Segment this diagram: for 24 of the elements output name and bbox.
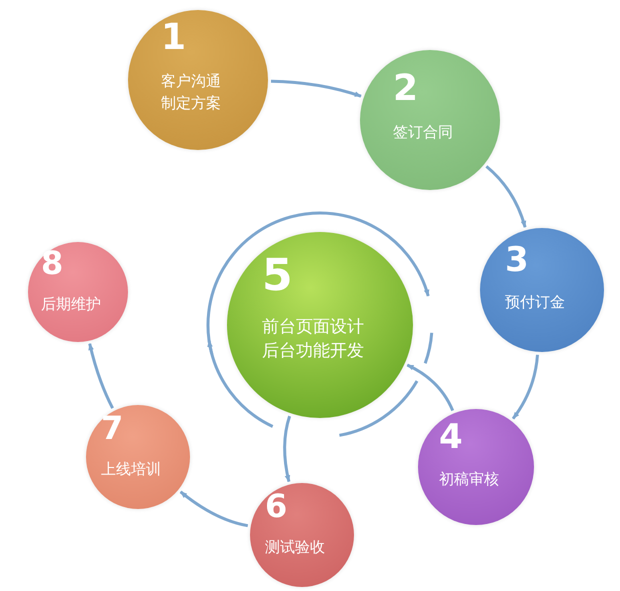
arrow bbox=[406, 364, 454, 412]
arrow bbox=[283, 416, 292, 482]
step-number: 7 bbox=[101, 412, 124, 444]
step-circle bbox=[227, 232, 413, 418]
step-label: 初稿审核 bbox=[439, 469, 500, 490]
step-label: 上线培训 bbox=[101, 459, 162, 480]
arrow bbox=[485, 165, 527, 228]
arrow bbox=[180, 490, 248, 528]
step-label: 预付订金 bbox=[505, 292, 566, 313]
step-number: 2 bbox=[393, 71, 418, 108]
step-number: 5 bbox=[262, 254, 293, 298]
step-label: 签订合同 bbox=[393, 122, 454, 143]
step-number: 4 bbox=[439, 420, 463, 454]
arrow bbox=[512, 354, 539, 420]
step-number: 1 bbox=[161, 20, 186, 56]
arrow bbox=[88, 343, 114, 409]
step-label: 客户沟通制定方案 bbox=[161, 71, 222, 114]
step-label: 前台页面设计后台功能开发 bbox=[262, 316, 365, 364]
step-label: 后期维护 bbox=[41, 294, 102, 315]
arrow bbox=[270, 80, 362, 98]
step-label: 测试验收 bbox=[265, 537, 326, 558]
step-number: 6 bbox=[265, 490, 288, 522]
step-number: 3 bbox=[505, 243, 529, 278]
step-number: 8 bbox=[41, 247, 64, 280]
